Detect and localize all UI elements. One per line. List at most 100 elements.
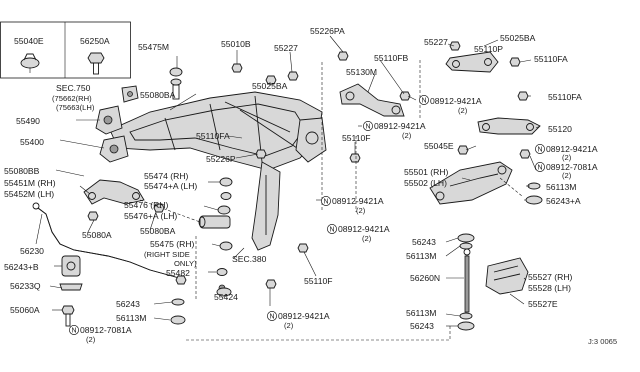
mount-insulator-55475M xyxy=(169,67,183,100)
label-55110P: 55110P xyxy=(474,44,503,54)
label-55475-note-2: ONLY) xyxy=(174,259,197,268)
leader-lines xyxy=(35,35,541,327)
label-08912-9421A-5: 08912-9421A xyxy=(338,224,390,234)
label-08912-9421A-1: 08912-9421A xyxy=(430,96,482,106)
label-08912-9421A-3-qty: (2) xyxy=(562,153,572,162)
label-55528: 55528 (LH) xyxy=(528,283,571,293)
label-08912-9421A-4: 08912-9421A xyxy=(332,196,384,206)
label-08912-9421A-2: 08912-9421A xyxy=(374,121,426,131)
label-56113M-right: 56113M xyxy=(546,182,576,192)
label-55080BA-lower: 55080BA xyxy=(140,226,176,236)
stabilizer-bushing-56243B xyxy=(59,255,83,291)
lower-arm-55501 xyxy=(429,161,513,205)
label-55226P: 55226P xyxy=(206,154,236,164)
bushing-55474 xyxy=(219,177,233,200)
label-56243-bottom: 56243 xyxy=(410,321,434,331)
label-55110F-lower: 55110F xyxy=(304,276,333,286)
label-55045E: 55045E xyxy=(424,141,454,151)
n-symbol: N xyxy=(72,328,77,335)
label-55130M: 55130M xyxy=(346,67,377,77)
label-56243B: 56243+B xyxy=(4,262,39,272)
stabilizer-bar-56230 xyxy=(32,202,187,281)
label-55476: 55476 (RH) xyxy=(124,200,169,210)
bracket-sec750 xyxy=(121,85,139,103)
n-marker xyxy=(69,325,79,335)
label-55474A: 55474+A (LH) xyxy=(144,181,197,191)
label-55400: 55400 xyxy=(20,137,44,147)
part-labels: SEC.750 (75662(RH) (75663(LH) 55475M 550… xyxy=(4,26,617,346)
n-marker xyxy=(363,121,373,131)
n-marker xyxy=(535,162,545,172)
n-marker xyxy=(419,95,429,105)
bushing-55475 xyxy=(216,241,233,292)
label-55475M: 55475M xyxy=(138,42,169,52)
n-marker xyxy=(535,144,545,154)
dashed-reference-lines xyxy=(139,60,523,341)
label-sec750-lh: (75663(LH) xyxy=(56,103,95,112)
label-55527: 55527 (RH) xyxy=(528,272,573,282)
label-55080BB: 55080BB xyxy=(4,166,40,176)
label-08912-7081A-1-qty: (2) xyxy=(562,171,572,180)
label-08912-9421A-5-qty: (2) xyxy=(362,234,372,243)
label-55080BA-upper: 55080BA xyxy=(140,90,176,100)
label-08912-9421A-6: 08912-9421A xyxy=(278,311,330,321)
bolts-misc xyxy=(87,41,531,289)
label-55452M: 55452M (LH) xyxy=(4,189,54,199)
label-55010B: 55010B xyxy=(221,39,251,49)
n-symbol: N xyxy=(366,124,371,131)
label-55025BA-mid: 55025BA xyxy=(252,81,288,91)
n-symbol: N xyxy=(270,314,275,321)
bolt-55060A xyxy=(61,305,75,327)
upper-link-55110P xyxy=(445,51,499,73)
arm-55120 xyxy=(477,117,541,135)
label-56250A: 56250A xyxy=(80,36,110,46)
label-55110FA-top: 55110FA xyxy=(534,54,568,64)
label-55424: 55424 xyxy=(214,292,238,302)
label-55227-b: 55227 xyxy=(424,37,448,47)
label-56113M-left: 56113M xyxy=(116,313,146,323)
label-08912-7081A-1: 08912-7081A xyxy=(546,162,598,172)
label-55110FA-mid: 55110FA xyxy=(196,131,230,141)
n-symbol: N xyxy=(422,98,427,105)
label-08912-7081A-2: 08912-7081A xyxy=(80,325,132,335)
n-marker xyxy=(267,311,277,321)
label-56243-left: 56243 xyxy=(116,299,140,309)
clip-part-icon xyxy=(20,53,40,73)
label-55080A: 55080A xyxy=(82,230,112,240)
label-55501: 55501 (RH) xyxy=(404,167,449,177)
bushing-55476 xyxy=(198,205,231,229)
label-08912-9421A-6-qty: (2) xyxy=(284,321,294,330)
label-56233Q: 56233Q xyxy=(10,281,41,291)
label-55490: 55490 xyxy=(16,116,40,126)
label-55475: 55475 (RH) xyxy=(150,239,195,249)
label-55110FB: 55110FB xyxy=(374,53,409,63)
label-56230: 56230 xyxy=(20,246,44,256)
inset-box: 55040E 56250A xyxy=(0,21,131,79)
label-08912-7081A-2-qty: (2) xyxy=(86,335,96,344)
label-55025BA-top: 55025BA xyxy=(500,33,536,43)
label-55475-note-1: (RIGHT SIDE xyxy=(144,250,190,259)
label-08912-9421A-2-qty: (2) xyxy=(402,131,412,140)
label-55226PA: 55226PA xyxy=(310,26,345,36)
label-56243A-right: 56243+A xyxy=(546,196,581,206)
reference-code: J:3 0065 xyxy=(588,337,617,346)
label-08912-9421A-3: 08912-9421A xyxy=(546,144,598,154)
n-symbol: N xyxy=(538,147,543,154)
n-marker xyxy=(327,224,337,234)
label-55476A: 55476+A (LH) xyxy=(124,211,177,221)
label-55110FA-right: 55110FA xyxy=(548,92,582,102)
label-55110F-upper: 55110F xyxy=(342,133,371,143)
label-55451M: 55451M (RH) xyxy=(4,178,56,188)
bolt-part-icon xyxy=(87,52,105,75)
rear-suspension-member xyxy=(109,91,327,251)
label-56260N: 56260N xyxy=(410,273,440,283)
label-55120: 55120 xyxy=(548,124,572,134)
label-55227-a: 55227 xyxy=(274,43,298,53)
label-56113M-bottom: 56113M xyxy=(406,308,436,318)
n-marker xyxy=(321,196,331,206)
shock-rod-56260N xyxy=(463,248,471,313)
label-56243-mid: 56243 xyxy=(412,237,436,247)
label-55040E: 55040E xyxy=(14,36,44,46)
cover-55527 xyxy=(485,257,529,295)
